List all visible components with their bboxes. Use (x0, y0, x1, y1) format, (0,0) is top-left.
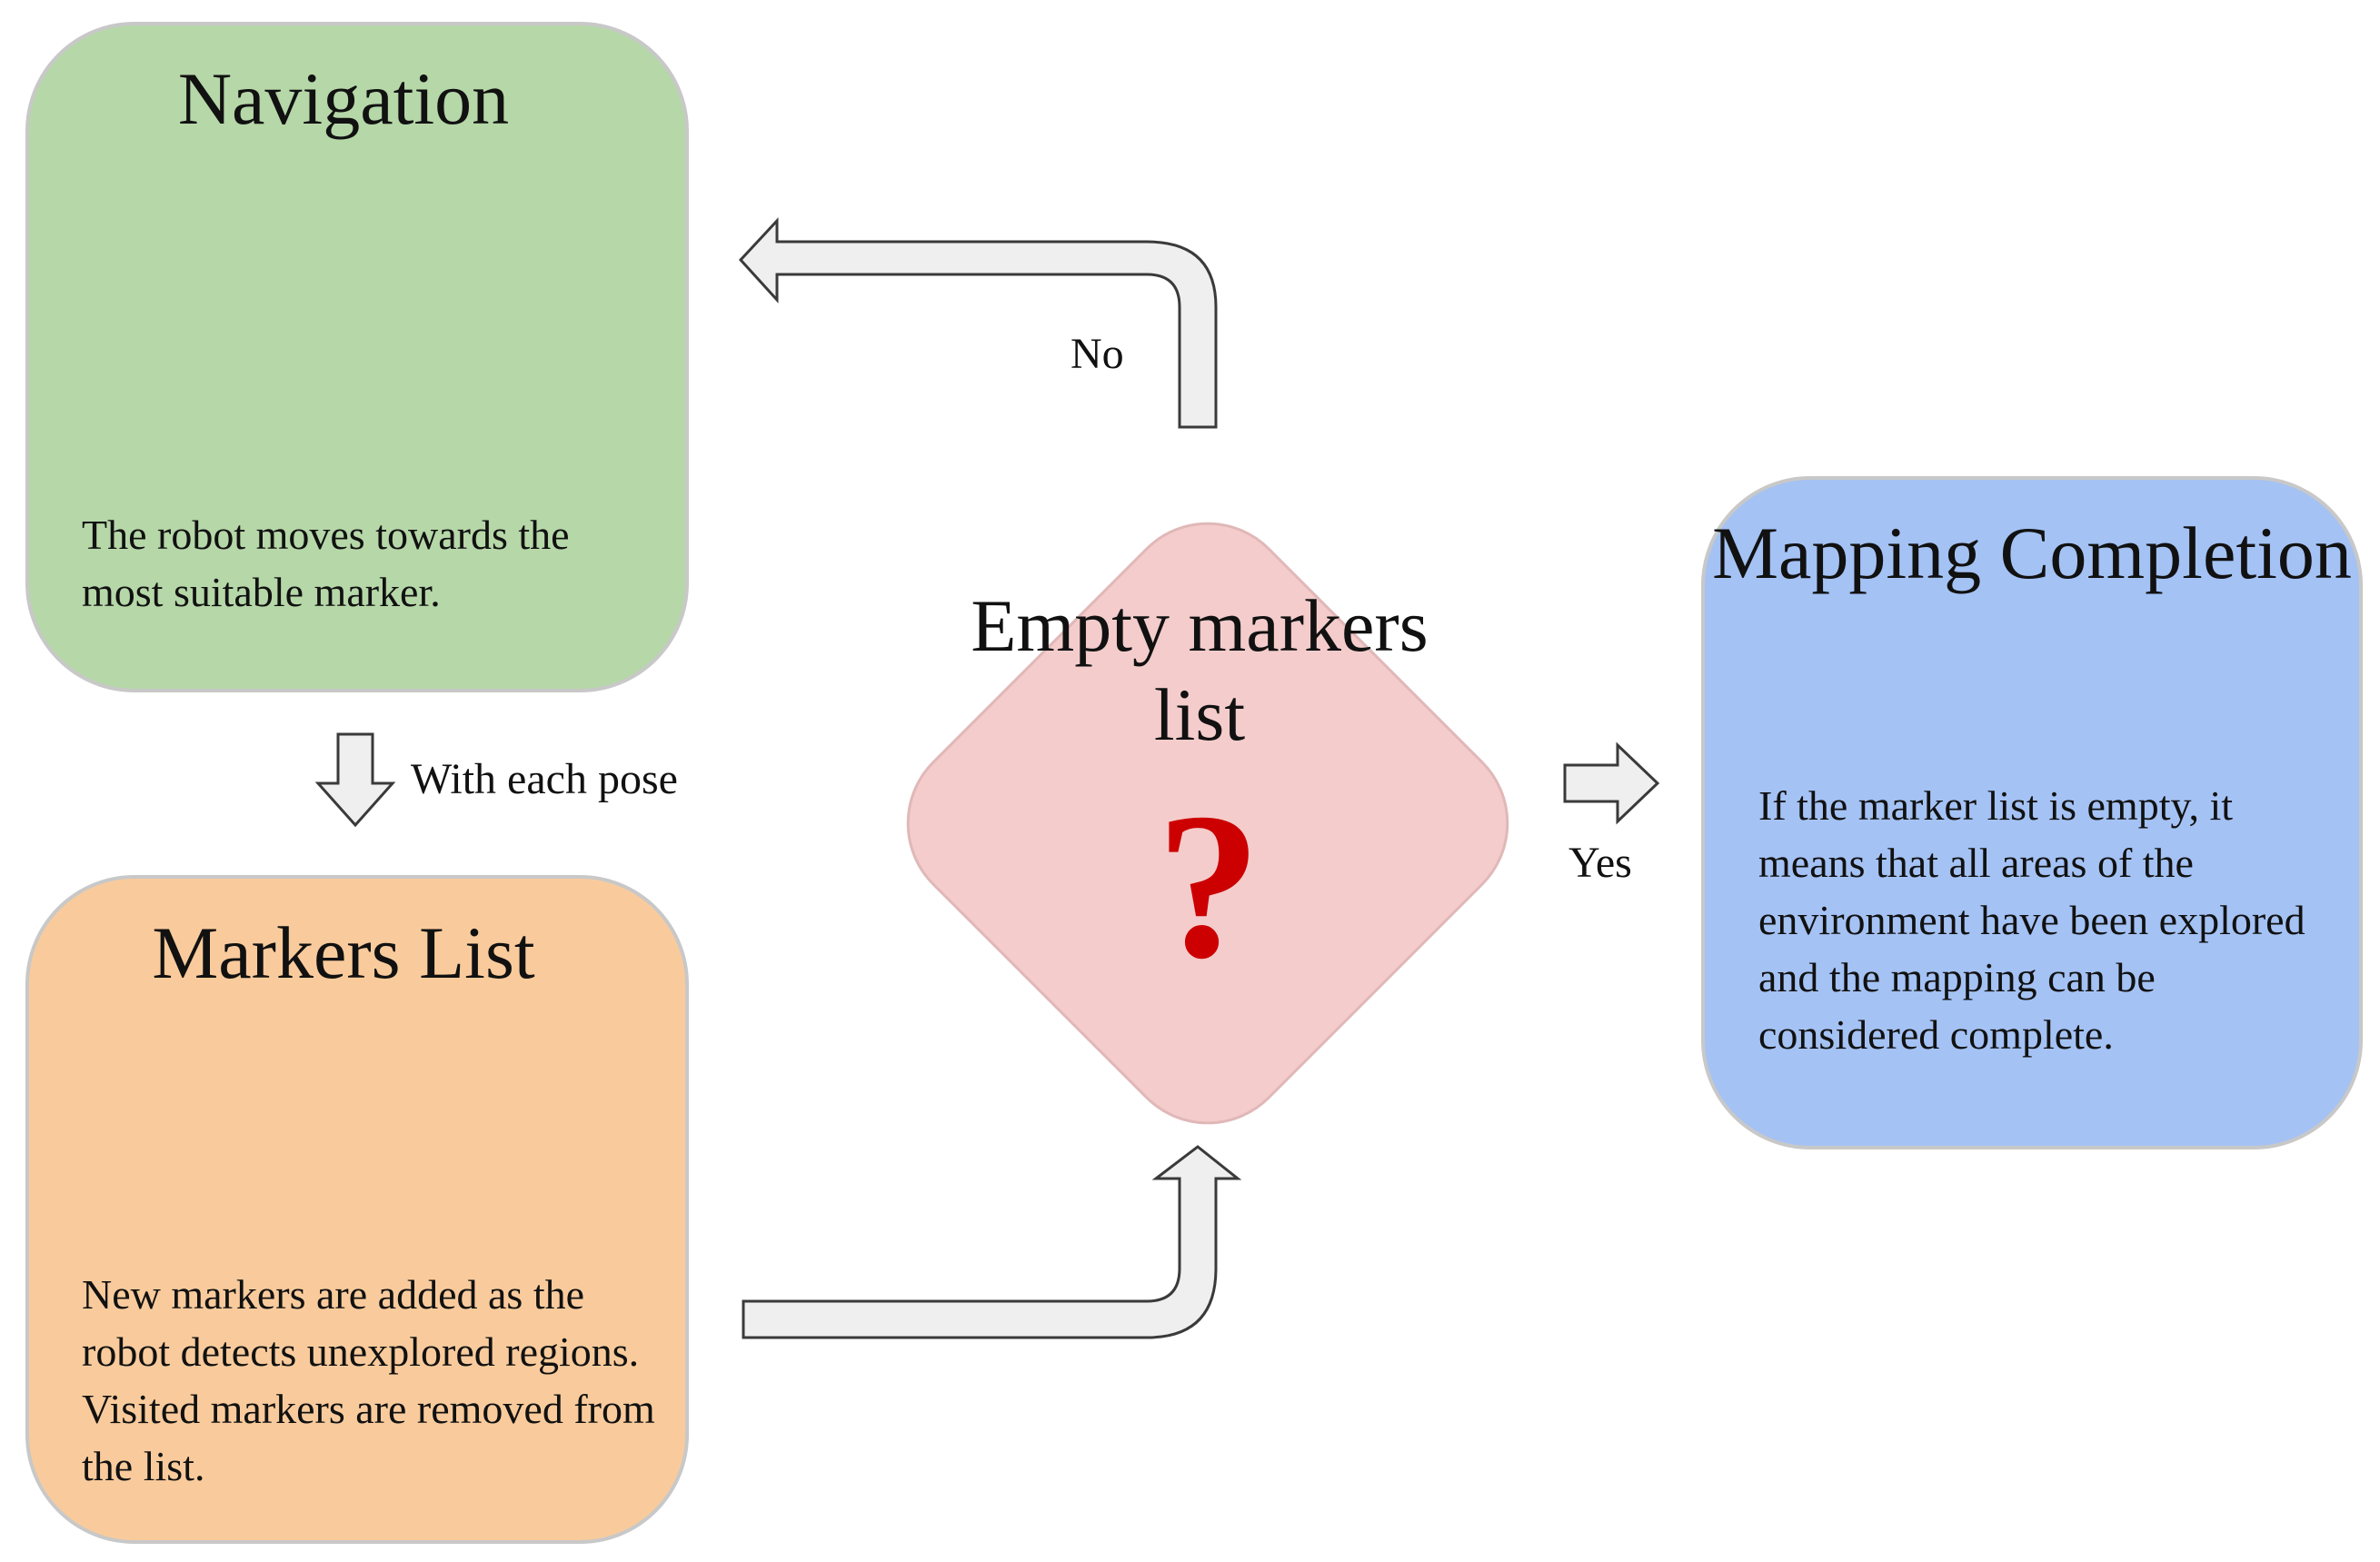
no-label: No (1071, 330, 1124, 378)
decision-title: Empty markers list (971, 584, 1429, 757)
question-mark-icon: ? (1156, 770, 1261, 1001)
navigation-box (25, 22, 689, 692)
yes-arrow (1563, 741, 1660, 825)
markers-list-title: Markers List (152, 911, 535, 994)
navigation-title: Navigation (177, 57, 510, 140)
pose-arrow (314, 732, 396, 828)
no-arrow (738, 217, 1218, 429)
mapping-completion-title: Mapping Completion (1712, 512, 2352, 594)
markers-list-box (25, 875, 689, 1544)
pose-label: With each pose (411, 755, 678, 803)
markers-to-decision-arrow (742, 1145, 1242, 1339)
yes-label: Yes (1568, 839, 1632, 887)
decision-diamond (906, 522, 1509, 1125)
markers-list-description: New markers are added as the robot detec… (82, 1271, 655, 1489)
mapping-completion-description: If the marker list is empty, it means th… (1758, 782, 2305, 1058)
navigation-description: The robot moves towards the most suitabl… (82, 512, 570, 615)
mapping-completion-box (1701, 476, 2363, 1149)
